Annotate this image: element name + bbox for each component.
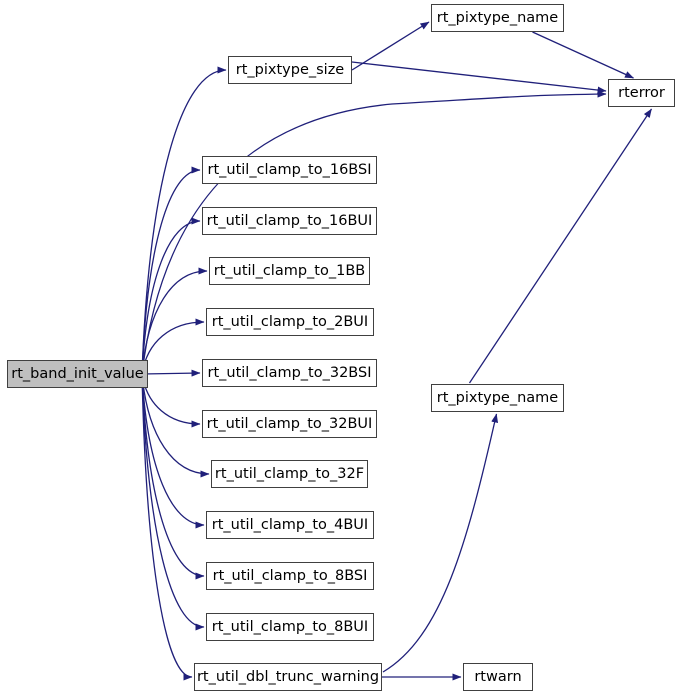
edge-rt_band_init_value-to-rt_util_clamp_to_1BB xyxy=(141,267,208,375)
graph-node-rt_pixtype_name_mid[interactable]: rt_pixtype_name xyxy=(431,384,564,412)
graph-node-rt_util_clamp_to_32F[interactable]: rt_util_clamp_to_32F xyxy=(211,460,368,488)
graph-node-label: rt_pixtype_name xyxy=(436,389,559,406)
graph-node-label: rt_util_clamp_to_2BUI xyxy=(211,313,369,330)
graph-node-label: rt_band_init_value xyxy=(11,365,144,382)
graph-node-rt_util_clamp_to_2BUI[interactable]: rt_util_clamp_to_2BUI xyxy=(206,308,374,336)
graph-node-rt_util_clamp_to_4BUI[interactable]: rt_util_clamp_to_4BUI xyxy=(206,511,374,539)
graph-node-rt_band_init_value[interactable]: rt_band_init_value xyxy=(7,360,148,388)
graph-node-label: rt_util_clamp_to_32BSI xyxy=(207,364,372,381)
graph-node-label: rt_util_clamp_to_8BUI xyxy=(211,618,369,635)
graph-node-rt_util_clamp_to_32BUI[interactable]: rt_util_clamp_to_32BUI xyxy=(202,410,377,438)
edge-rt_band_init_value-to-rt_util_clamp_to_32F xyxy=(141,373,210,478)
graph-node-label: rtwarn xyxy=(474,668,522,685)
edge-rt_band_init_value-to-rt_util_clamp_to_16BUI xyxy=(141,217,201,375)
edge-rt_band_init_value-to-rt_util_clamp_to_4BUI xyxy=(141,373,205,529)
graph-node-label: rt_util_dbl_trunc_warning xyxy=(196,668,380,685)
edge-rt_band_init_value-to-rt_util_dbl_trunc_warning xyxy=(141,373,193,681)
graph-node-label: rt_util_clamp_to_16BSI xyxy=(207,161,372,178)
graph-node-label: rt_pixtype_name xyxy=(436,9,559,26)
graph-node-label: rt_util_clamp_to_16BUI xyxy=(206,212,373,229)
edge-rt_band_init_value-to-rt_util_clamp_to_16BSI xyxy=(141,166,201,375)
graph-node-rt_pixtype_name_top[interactable]: rt_pixtype_name xyxy=(431,4,564,32)
edge-rt_util_dbl_trunc_warning-to-rt_pixtype_name_mid xyxy=(382,413,499,673)
graph-node-label: rt_util_clamp_to_8BSI xyxy=(212,567,368,584)
graph-node-label: rt_util_clamp_to_32F xyxy=(214,465,365,482)
graph-node-rtwarn[interactable]: rtwarn xyxy=(463,663,533,691)
graph-node-rt_util_clamp_to_32BSI[interactable]: rt_util_clamp_to_32BSI xyxy=(202,359,377,387)
graph-node-label: rt_util_clamp_to_4BUI xyxy=(211,516,369,533)
edge-rt_pixtype_size-to-rt_pixtype_name_top xyxy=(351,21,430,71)
graph-node-rt_util_clamp_to_16BSI[interactable]: rt_util_clamp_to_16BSI xyxy=(202,156,377,184)
graph-node-rt_util_dbl_trunc_warning[interactable]: rt_util_dbl_trunc_warning xyxy=(194,663,382,691)
graph-node-rt_util_clamp_to_1BB[interactable]: rt_util_clamp_to_1BB xyxy=(209,257,370,285)
graph-node-rt_util_clamp_to_8BSI[interactable]: rt_util_clamp_to_8BSI xyxy=(206,562,374,590)
graph-node-rt_util_clamp_to_16BUI[interactable]: rt_util_clamp_to_16BUI xyxy=(202,207,377,235)
edge-rt_band_init_value-to-rt_util_clamp_to_32BSI xyxy=(141,369,201,377)
graph-node-label: rterror xyxy=(618,84,665,101)
edge-rt_band_init_value-to-rt_util_clamp_to_2BUI xyxy=(141,318,205,375)
edge-rt_band_init_value-to-rt_util_clamp_to_8BUI xyxy=(141,373,205,631)
graph-node-rt_pixtype_size[interactable]: rt_pixtype_size xyxy=(228,56,352,84)
edge-rt_pixtype_name_mid-to-rterror xyxy=(468,108,653,384)
graph-node-label: rt_pixtype_size xyxy=(235,61,345,78)
edge-rt_band_init_value-to-rt_util_clamp_to_8BSI xyxy=(141,373,205,580)
edge-rt_band_init_value-to-rt_util_clamp_to_32BUI xyxy=(141,373,201,428)
graph-node-label: rt_util_clamp_to_32BUI xyxy=(206,415,373,432)
edge-rt_pixtype_name_top-to-rterror xyxy=(532,31,634,79)
graph-node-rterror[interactable]: rterror xyxy=(608,79,675,107)
graph-node-label: rt_util_clamp_to_1BB xyxy=(213,262,366,279)
graph-node-rt_util_clamp_to_8BUI[interactable]: rt_util_clamp_to_8BUI xyxy=(206,613,374,641)
edge-rt_pixtype_size-to-rterror xyxy=(351,61,607,94)
